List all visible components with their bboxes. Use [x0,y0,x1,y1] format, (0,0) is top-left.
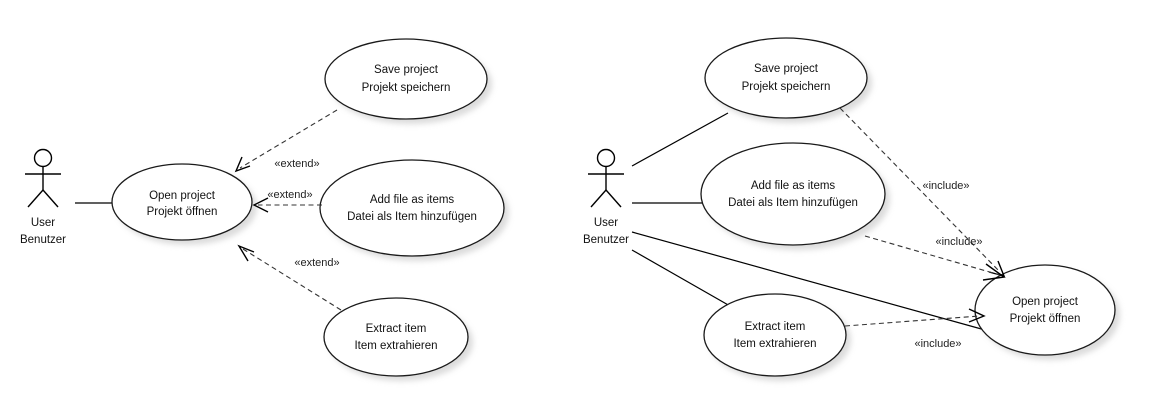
extend-save-project-to-open-project[interactable]: «extend» [234,109,338,173]
use-case-label-line1: Add file as items [370,194,455,206]
stereotype-label: «include» [922,180,969,192]
ellipse-shape [319,159,505,257]
dependency-line [844,315,981,327]
stereotype-label: «extend» [274,158,319,170]
use-case-label-line2: Projekt speichern [362,82,451,94]
stereotype-label: «include» [935,236,982,248]
stereotype-label: «extend» [294,257,339,269]
arrowhead-open [237,244,255,262]
use-case-label-line1: Open project [1012,296,1079,308]
use-case-label-line1: Open project [149,190,216,202]
use-case-label-line2: Projekt öffnen [1010,313,1081,325]
dependency-line [242,248,342,311]
actor-head-icon [33,148,53,168]
use-case-open-project[interactable]: Open project Projekt öffnen [974,264,1120,360]
actor-leg-right [605,189,622,208]
association-user-save-project[interactable] [631,112,729,167]
use-case-label-line2: Projekt öffnen [147,206,218,218]
right-diagram: User Benutzer Save project Projekt speic… [583,37,1120,381]
dependency-line [239,109,338,169]
use-case-add-file-as-items[interactable]: Add file as items Datei als Item hinzufü… [700,142,890,250]
use-case-label-line2: Projekt speichern [742,81,831,93]
actor-label-line2: Benutzer [583,234,629,246]
ellipse-shape [703,293,847,377]
use-case-save-project[interactable]: Save project Projekt speichern [324,38,492,124]
use-case-extract-item[interactable]: Extract item Item extrahieren [323,297,473,381]
stereotype-label: «extend» [267,189,312,201]
extend-extract-item-to-open-project[interactable]: «extend» [237,244,342,311]
use-case-add-file-as-items[interactable]: Add file as items Datei als Item hinzufü… [319,159,509,261]
include-extract-item-to-open-project[interactable]: «include» [844,308,986,350]
actor-user-left[interactable]: User Benutzer [20,148,66,247]
include-add-file-to-open-project[interactable]: «include» [864,235,1006,281]
arrowhead-open [982,263,1006,281]
use-case-label-line1: Add file as items [751,180,836,192]
actor-head-icon [596,148,616,168]
dependency-line [839,107,1001,273]
actor-label-line1: User [594,217,618,229]
arrowhead-open [988,260,1006,278]
actor-label-line2: Benutzer [20,234,66,246]
use-case-label-line2: Item extrahieren [354,340,437,352]
ellipse-shape [324,38,488,120]
use-case-extract-item[interactable]: Extract item Item extrahieren [703,293,851,381]
use-case-label-line2: Datei als Item hinzufügen [728,197,858,209]
ellipse-shape [323,297,469,377]
use-case-label-line1: Save project [374,64,439,76]
use-case-label-line2: Item extrahieren [733,338,816,350]
association-user-extract-item[interactable] [631,249,731,307]
arrowhead-open [968,308,986,323]
use-case-save-project[interactable]: Save project Projekt speichern [704,37,872,123]
actor-label-line1: User [31,217,55,229]
use-case-open-project[interactable]: Open project Projekt öffnen [111,163,257,245]
ellipse-shape [974,264,1116,356]
arrowhead-open [234,156,251,173]
dependency-line [864,235,1001,276]
left-diagram: User Benutzer Open project Projekt öffne… [20,38,509,381]
actor-leg-left [590,189,607,208]
use-case-label-line1: Extract item [366,323,427,335]
arrowhead-open [252,197,269,213]
actor-leg-left [27,189,44,208]
use-case-label-line2: Datei als Item hinzufügen [347,211,477,223]
ellipse-shape [700,142,886,246]
stereotype-label: «include» [914,338,961,350]
ellipse-shape [704,37,868,119]
use-case-label-line1: Save project [754,63,819,75]
extend-add-file-to-open-project[interactable]: «extend» [252,189,322,213]
actor-user-right[interactable]: User Benutzer [583,148,629,247]
ellipse-shape [111,163,253,241]
include-save-project-to-open-project[interactable]: «include» [839,107,1006,278]
actor-leg-right [42,189,59,208]
use-case-label-line1: Extract item [745,321,806,333]
association-user-open-project[interactable] [631,231,986,331]
